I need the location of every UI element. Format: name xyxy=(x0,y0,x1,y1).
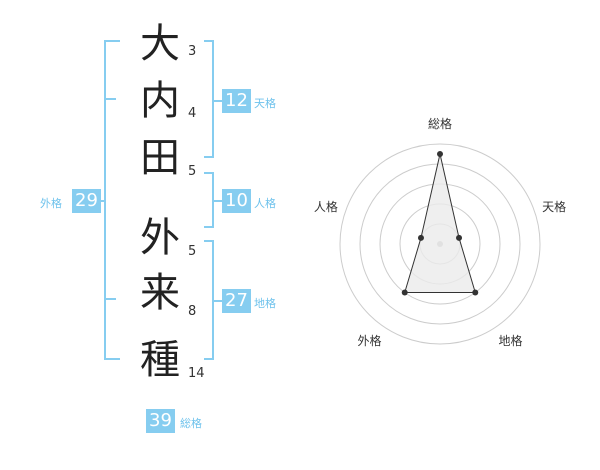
radar-polygon xyxy=(404,153,476,294)
radar-point-2 xyxy=(456,234,463,241)
jinkaku-bracket-top xyxy=(204,172,214,174)
chikaku-value-badge: 27 xyxy=(222,289,251,313)
tenkaku-bracket-bottom xyxy=(204,156,214,158)
stroke-count-4: 5 xyxy=(188,244,197,259)
radar-axis-label-3: 地格 xyxy=(499,333,523,348)
gaikaku-tick-2 xyxy=(104,298,116,300)
radar-axis-label-5: 人格 xyxy=(314,199,338,214)
gaikaku-label: 外格 xyxy=(40,197,62,210)
radar-polygon-group xyxy=(404,153,476,294)
chikaku-bracket-bottom xyxy=(204,358,214,360)
gaikaku-bracket-bottom xyxy=(104,358,120,360)
radar-point-1 xyxy=(437,151,443,157)
stroke-count-3: 5 xyxy=(188,164,197,179)
radar-ring-5 xyxy=(339,143,541,345)
stroke-count-1: 3 xyxy=(188,44,197,59)
name-char-6: 種 xyxy=(140,337,180,383)
name-char-4: 外 xyxy=(140,215,180,261)
tenkaku-label: 天格 xyxy=(254,97,276,110)
stroke-count-2: 4 xyxy=(188,106,197,121)
name-char-5: 来 xyxy=(140,270,180,316)
jinkaku-label: 人格 xyxy=(254,197,276,210)
radar-point-5 xyxy=(417,234,424,241)
tenkaku-connector xyxy=(212,100,222,102)
radar-point-4 xyxy=(401,289,408,296)
radar-axis-label-1: 総格 xyxy=(428,116,452,131)
soukaku-label: 総格 xyxy=(180,417,202,430)
jinkaku-connector xyxy=(212,200,222,202)
radar-axis-label-2: 天格 xyxy=(542,199,566,214)
soukaku-value-badge: 39 xyxy=(146,409,175,433)
stroke-count-5: 8 xyxy=(188,304,197,319)
jinkaku-value-badge: 10 xyxy=(222,189,251,213)
gaikaku-tick-1 xyxy=(104,98,116,100)
radar-axis-label-4: 外格 xyxy=(357,333,381,348)
tenkaku-bracket-top xyxy=(204,40,214,42)
name-char-2: 内 xyxy=(140,78,180,124)
gaikaku-bracket-top xyxy=(104,40,120,42)
radar-points xyxy=(401,151,479,296)
chikaku-connector xyxy=(212,300,222,302)
radar-point-3 xyxy=(472,289,479,296)
stroke-count-6: 14 xyxy=(188,366,205,381)
name-char-3: 田 xyxy=(140,135,180,181)
jinkaku-bracket-bottom xyxy=(204,226,214,228)
gaikaku-connector xyxy=(98,200,106,202)
tenkaku-value-badge: 12 xyxy=(222,89,251,113)
name-char-1: 大 xyxy=(140,21,180,67)
chikaku-bracket-top xyxy=(204,240,214,242)
gaikaku-value-badge: 29 xyxy=(72,189,101,213)
tenkaku-bracket-vertical xyxy=(212,40,214,158)
chikaku-label: 地格 xyxy=(254,297,276,310)
